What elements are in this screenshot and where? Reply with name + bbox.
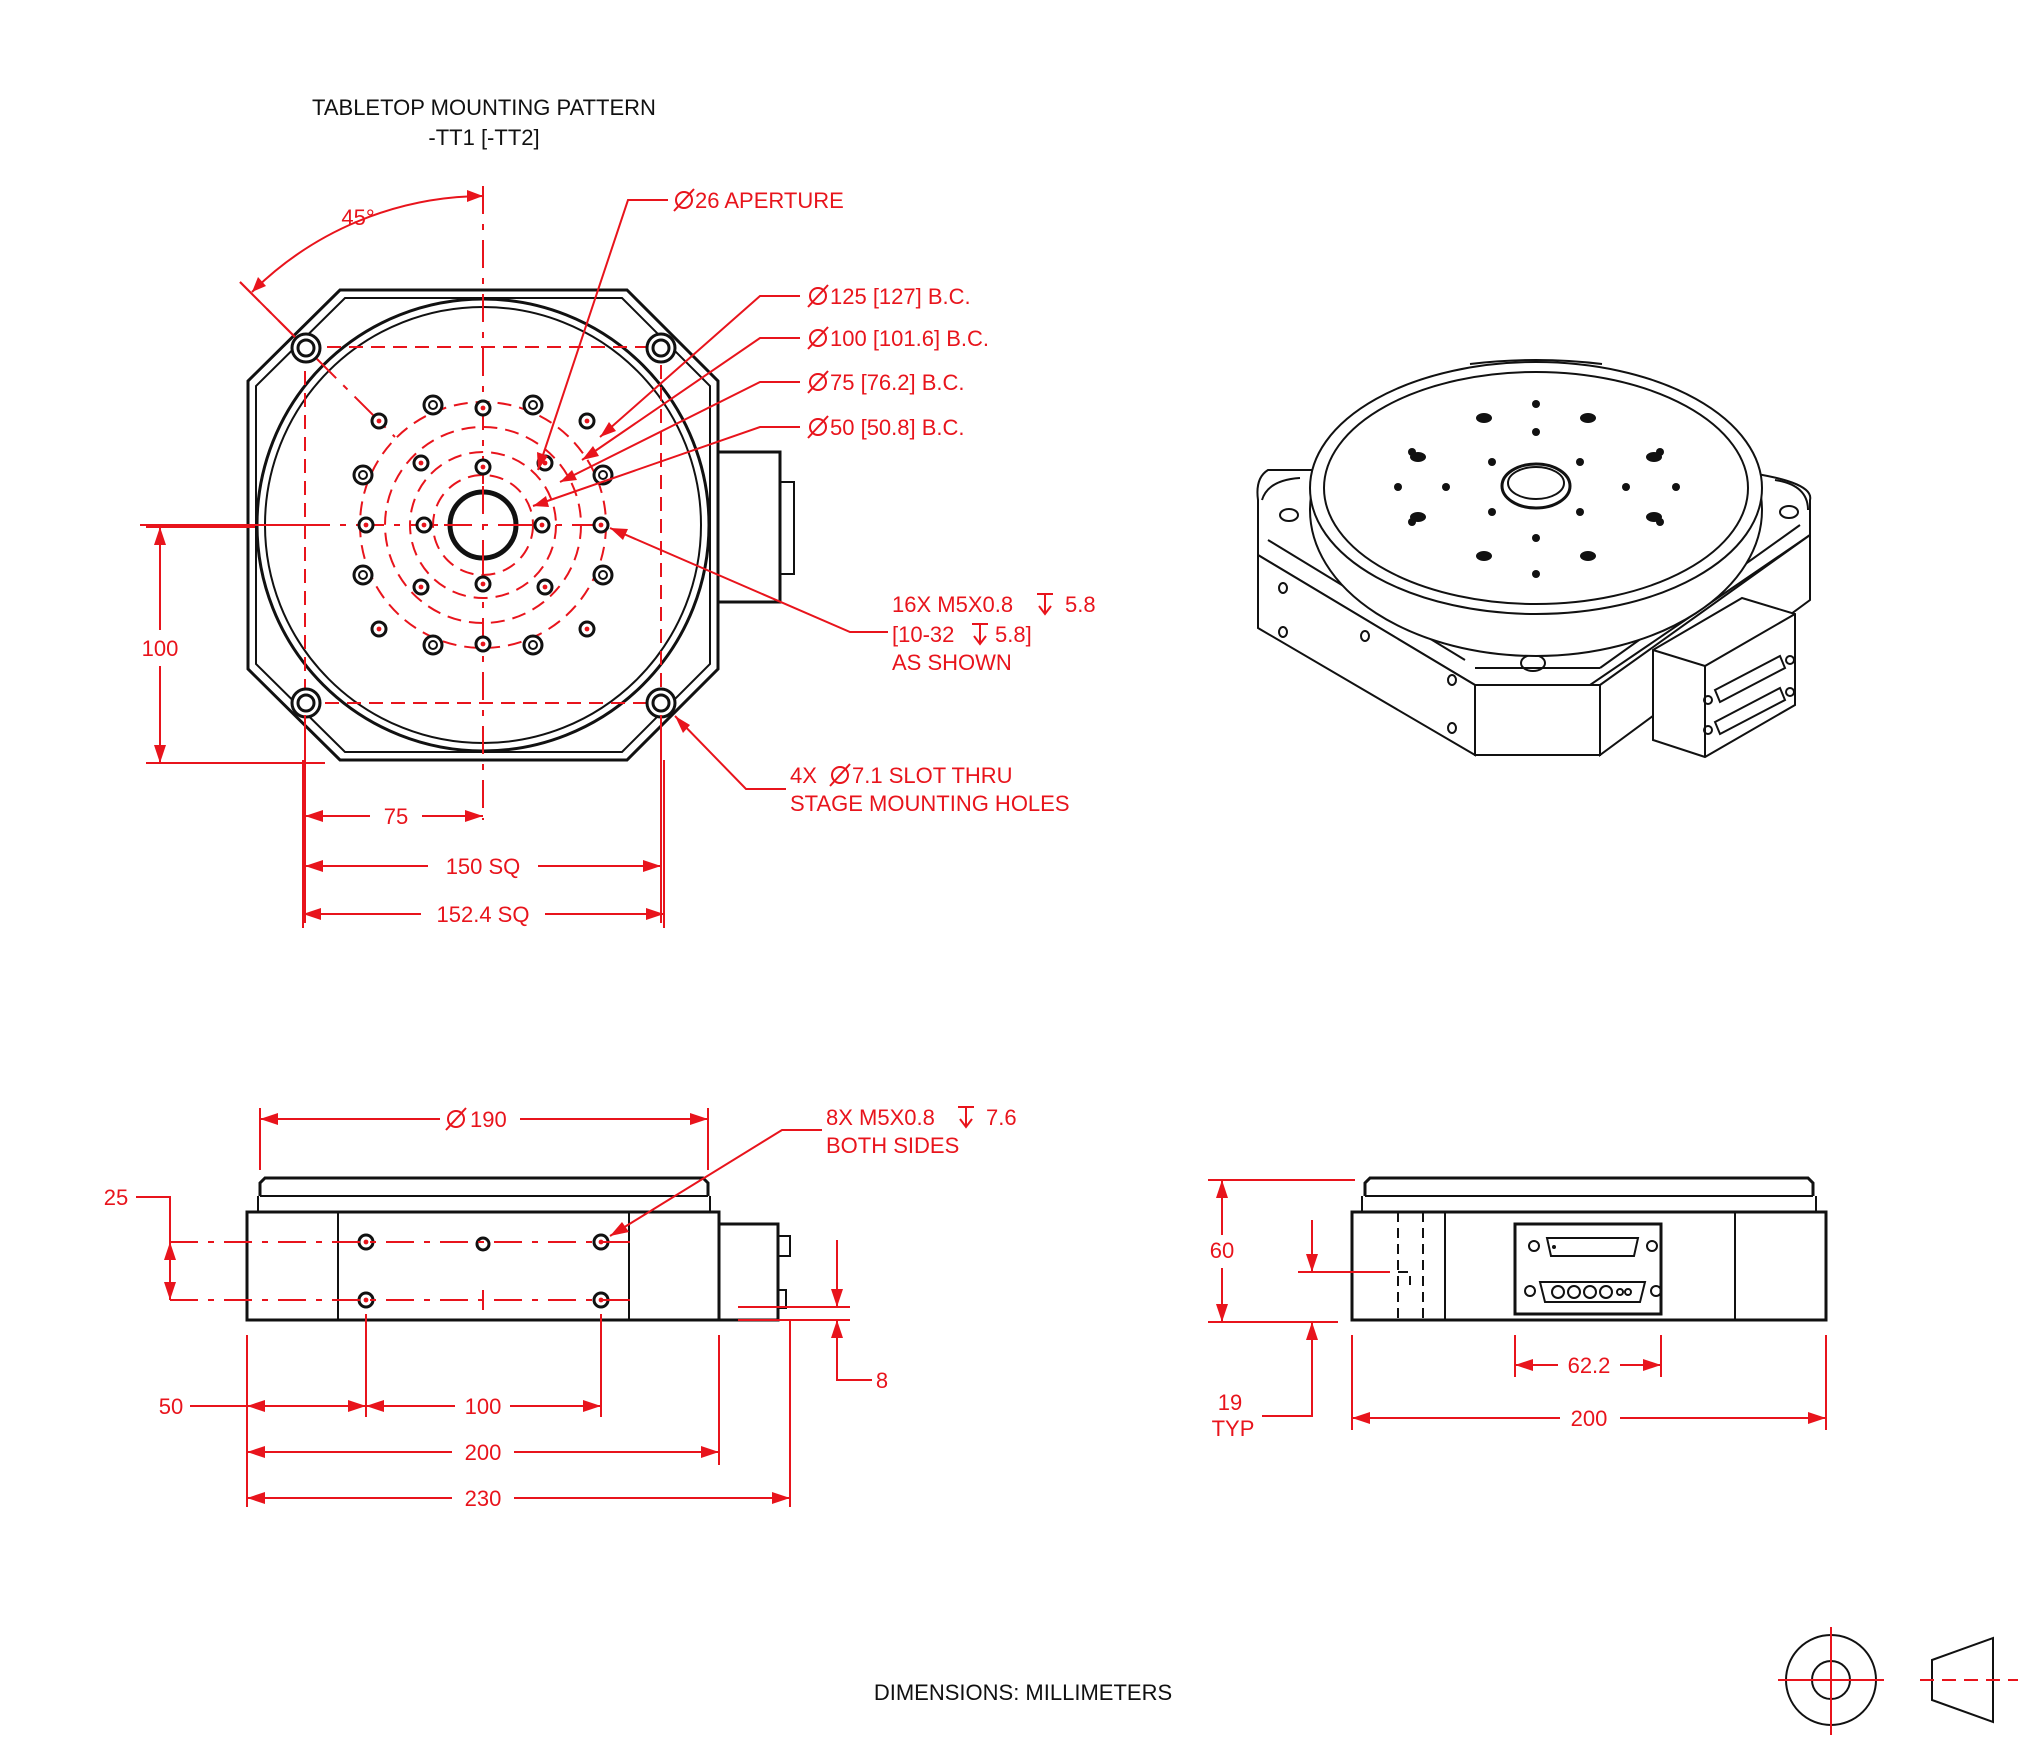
- dim-25-label: 25: [104, 1185, 128, 1210]
- tapped-hole: [578, 620, 596, 638]
- bolt-circle-100: [384, 426, 582, 624]
- slot-note-line1: 4X: [790, 763, 817, 788]
- cbore-hole: [422, 394, 444, 416]
- dim-19-label: 19: [1218, 1390, 1242, 1415]
- dim-230-label: 230: [465, 1486, 502, 1511]
- dim-typ-label: TYP: [1212, 1416, 1255, 1441]
- tapped-hole: [474, 575, 492, 593]
- slot-hole-top-left: [290, 332, 322, 364]
- bolt-circle-75: [409, 451, 557, 599]
- bolt-circle-125-label: 125 [127] B.C.: [830, 284, 971, 309]
- top-view-title-line1: TABLETOP MOUNTING PATTERN: [312, 95, 656, 120]
- slot-hole-top-right: [645, 332, 677, 364]
- iso-turntable-top: [1309, 361, 1763, 615]
- cbore-hole: [522, 634, 544, 656]
- top-view: TABLETOP MOUNTING PATTERN -TT1 [-TT2]: [140, 95, 1096, 928]
- end-dim-200-label: 200: [1571, 1406, 1608, 1431]
- rotary-stage-isometric: [1256, 359, 1812, 759]
- slot-note-line1b: 7.1 SLOT THRU: [852, 763, 1013, 788]
- dim-100-label: 100: [142, 636, 179, 661]
- side-tapped-line1: 8X M5X0.8: [826, 1105, 935, 1130]
- slot-hole-bottom-left: [290, 687, 322, 719]
- bolt-circle-75-label: 75 [76.2] B.C.: [830, 370, 965, 395]
- tapped-hole: [536, 578, 554, 596]
- tapped-hole: [370, 412, 388, 430]
- side-tapped-depth: 7.6: [986, 1105, 1017, 1130]
- top-view-title-line2: -TT1 [-TT2]: [428, 125, 539, 150]
- mounting-square: [304, 346, 662, 704]
- bolt-circle-100-label: 100 [101.6] B.C.: [830, 326, 989, 351]
- angle-label: 45°: [341, 205, 374, 230]
- tapped-hole: [415, 516, 433, 534]
- slot-note-line2: STAGE MOUNTING HOLES: [790, 791, 1070, 816]
- cbore-hole: [352, 564, 374, 586]
- tapped-hole: [474, 635, 492, 653]
- tapped-hole: [474, 399, 492, 417]
- tapped-hole: [357, 516, 375, 534]
- tapped-note-line2b: 5.8]: [995, 622, 1032, 647]
- dim-150sq-label: 150 SQ: [446, 854, 521, 879]
- stage-body-outline: [246, 288, 720, 762]
- aperture-label: 26 APERTURE: [695, 188, 844, 213]
- slot-hole-bottom-right: [645, 687, 677, 719]
- tapped-hole: [412, 454, 430, 472]
- tapped-note-line1: 16X M5X0.8: [892, 592, 1013, 617]
- tapped-note-line3: AS SHOWN: [892, 650, 1012, 675]
- tapped-note-line2a: [10-32: [892, 622, 954, 647]
- tapped-hole: [578, 412, 596, 430]
- cbore-hole: [592, 564, 614, 586]
- side-view: 190 8X M5X0.8 7.6 BOTH SIDES 25 8 50: [104, 1105, 1017, 1511]
- dim-8-label: 8: [876, 1368, 888, 1393]
- dim-62-label: 62.2: [1568, 1353, 1611, 1378]
- tapped-note-depth: 5.8: [1065, 592, 1096, 617]
- end-base: [1350, 1210, 1828, 1322]
- dim-60-label: 60: [1210, 1238, 1234, 1263]
- bolt-circle-50-label: 50 [50.8] B.C.: [830, 415, 965, 440]
- cbore-hole: [352, 464, 374, 486]
- tapped-hole: [370, 620, 388, 638]
- dim-50-label: 50: [159, 1394, 183, 1419]
- dim-190-label: 190: [470, 1107, 507, 1132]
- tapped-hole: [592, 516, 610, 534]
- side-tapped-line2: BOTH SIDES: [826, 1133, 959, 1158]
- side-dim-100-label: 100: [465, 1394, 502, 1419]
- dim-75-label: 75: [384, 804, 408, 829]
- cbore-hole: [422, 634, 444, 656]
- tapped-hole: [412, 578, 430, 596]
- tapped-hole: [533, 516, 551, 534]
- tapped-hole: [474, 458, 492, 476]
- dim-152sq-label: 152.4 SQ: [437, 902, 530, 927]
- end-view: 60 19 TYP 62.2 200: [1208, 1176, 1828, 1441]
- third-angle-projection-icon: [1778, 1627, 2018, 1735]
- side-dim-200-label: 200: [465, 1440, 502, 1465]
- units-note: DIMENSIONS: MILLIMETERS: [874, 1680, 1172, 1705]
- cbore-hole: [522, 394, 544, 416]
- bolt-circle-50: [432, 474, 534, 576]
